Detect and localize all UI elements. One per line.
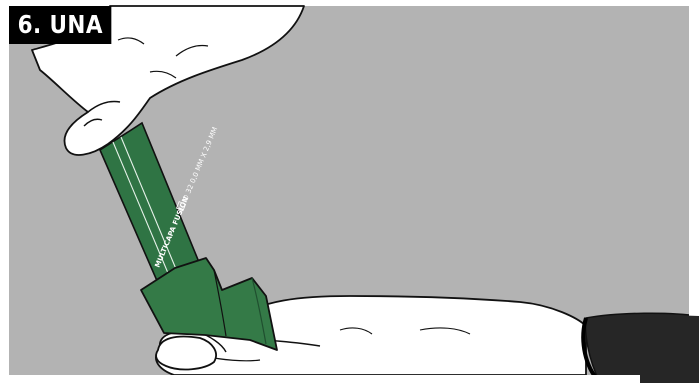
step-label: 6. UNA bbox=[9, 6, 111, 44]
frame-border-bottom bbox=[0, 375, 699, 383]
lower-hand-thumb bbox=[156, 337, 216, 370]
sleeve-cuff-overlap bbox=[640, 314, 699, 383]
